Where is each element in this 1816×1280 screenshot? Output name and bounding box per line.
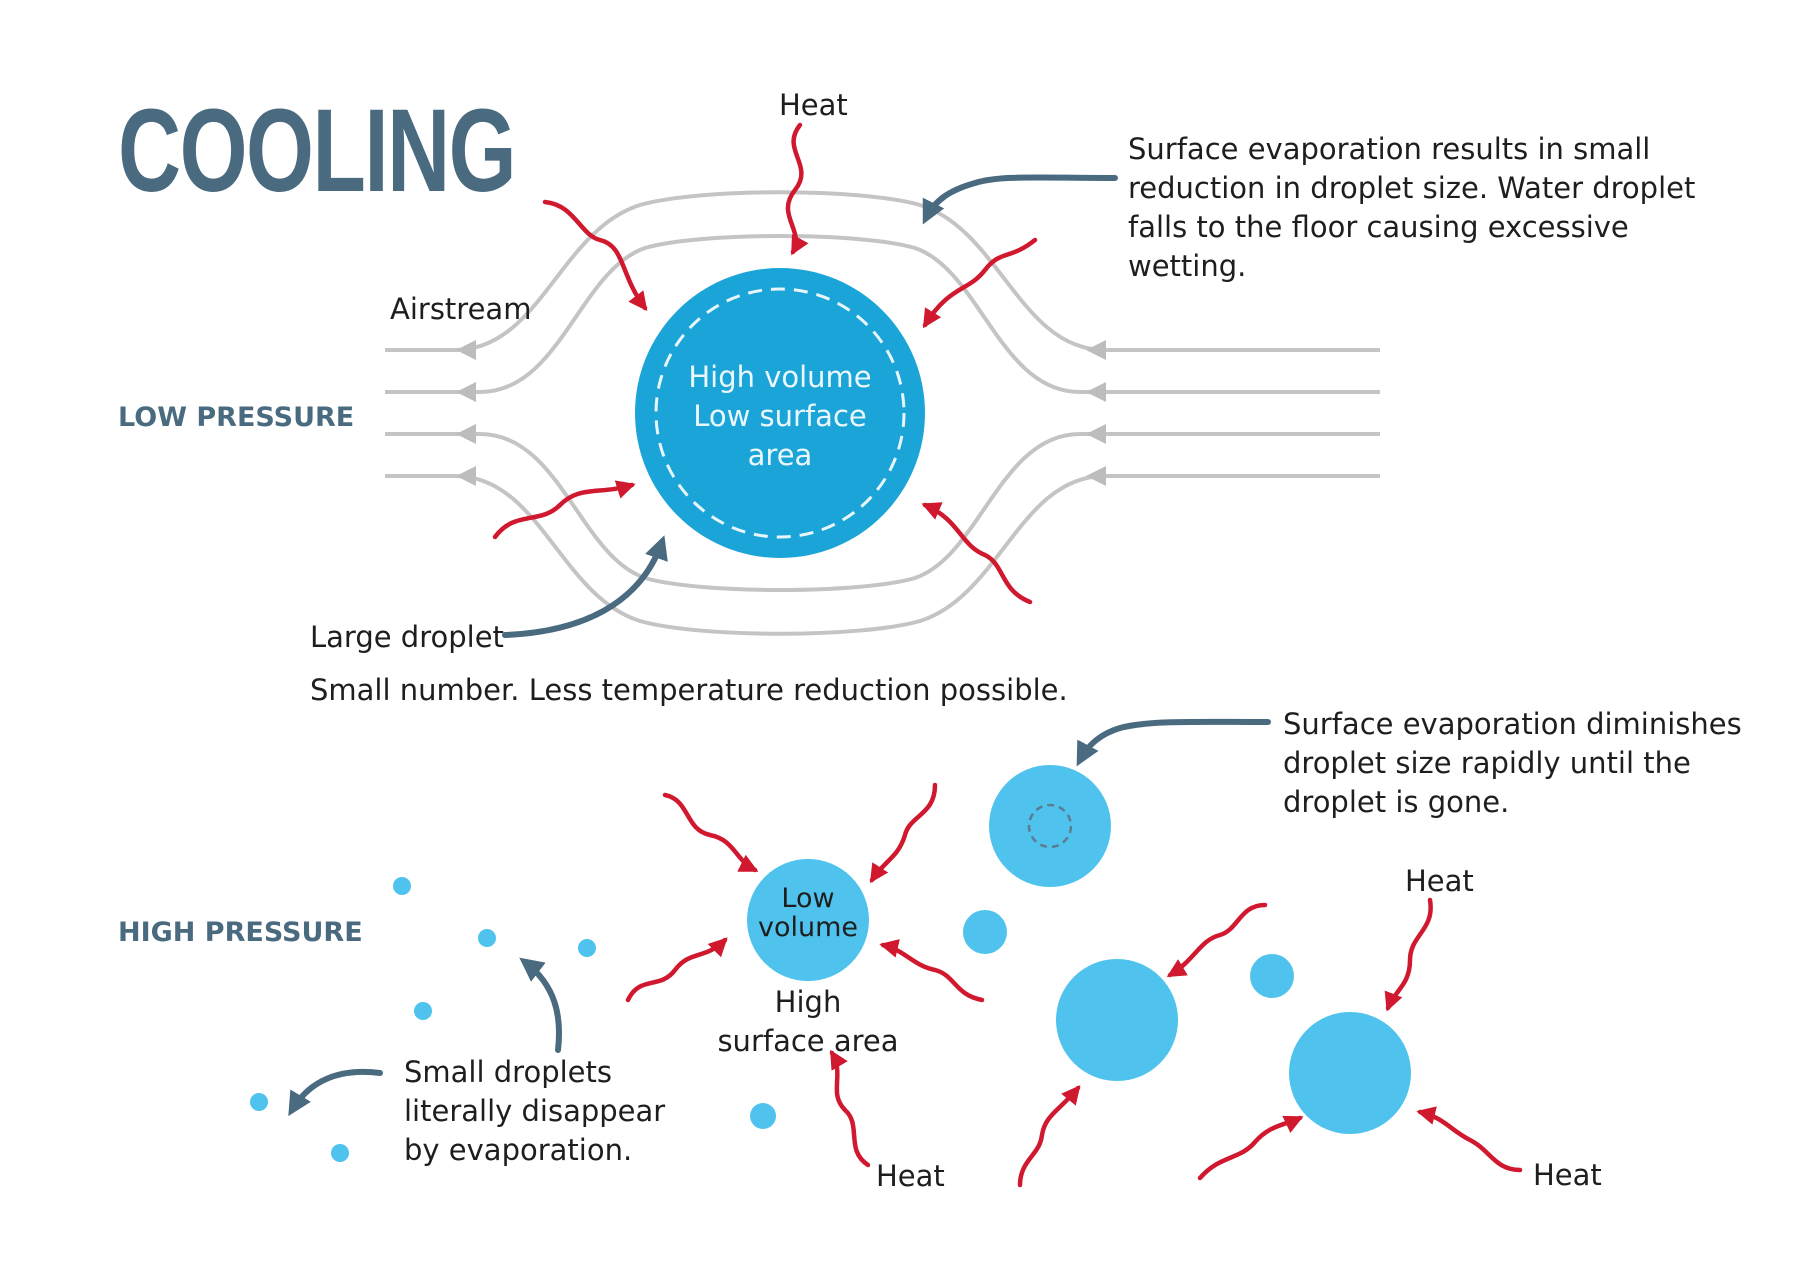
callout-arrow-evaporation [922,174,1118,225]
heat-label-right-bottom: Heat [1533,1158,1602,1192]
heat-arrow-hp-bottom-left [625,937,728,1003]
airstream-lines [385,190,1380,636]
heat-arrow-hp-top-left [662,792,759,873]
high-pressure-droplets [250,765,1411,1162]
droplet-tiny-5 [250,1093,268,1111]
high-surface-area-caption: High surface area [717,985,899,1058]
heat-label-bottom: Heat [876,1159,945,1193]
droplet-small-2 [1250,954,1294,998]
high-pressure-label: HIGH PRESSURE [118,917,363,948]
callout-arrows [288,174,1271,1117]
droplet-tiny-3 [578,939,596,957]
heat-arrow-right-top [1384,897,1433,1012]
heat-arrow-hp-bottom-right [879,939,985,1003]
heat-arrow-hp-top-right [869,782,938,884]
droplet-tiny-1 [393,877,411,895]
heat-arrow-bottom-right [921,502,1033,605]
large-droplet [635,268,925,558]
droplet-tiny-7 [750,1103,776,1129]
evaporating-core-dashed [1027,803,1073,849]
callout-arrow-diminish [1076,718,1271,767]
large-droplet-dashed-outline [654,287,906,539]
heat-arrow-center-bottom-left [1017,1085,1081,1188]
heat-arrow-right-bottom-left [1197,1115,1304,1181]
droplet-tiny-4 [414,1002,432,1020]
droplet-tiny-2 [478,929,496,947]
heat-arrow-right-bottom-right [1416,1106,1523,1173]
low-pressure-summary: Small number. Less temperature reduction… [310,673,1068,707]
callout-arrow-small-droplets-left [288,1068,383,1117]
callout-diminish-text: Surface evaporation diminishes droplet s… [1283,707,1742,819]
heat-arrow-center-top-right [1166,902,1268,978]
airstream-line-4 [385,474,1380,636]
airstream-line-2 [385,234,1380,394]
airstream-line-3 [385,432,1380,592]
droplet-medium-right [1289,1012,1411,1134]
low-volume-droplet-text: Low volume [757,883,859,943]
airstream-label: Airstream [390,292,532,326]
small-droplets-text: Small droplets literally disappear by ev… [404,1055,666,1167]
large-droplet-label: Large droplet [310,620,504,654]
low-pressure-label: LOW PRESSURE [118,402,355,433]
callout-arrow-small-droplets-up [519,957,563,1053]
airstream-line-1 [385,190,1380,352]
heat-arrow-top-left [542,199,648,312]
droplet-evaporating [989,765,1111,887]
heat-arrow-top-right [922,237,1038,329]
callout-arrow-large-droplet [502,535,668,638]
page-title: COOLING [118,85,517,217]
callout-evaporation-text: Surface evaporation results in small red… [1128,132,1696,283]
droplet-small-1 [963,910,1007,954]
droplet-low-volume [747,859,869,981]
heat-arrow-bottom-left [492,480,636,540]
heat-label-right-top: Heat [1405,864,1474,898]
airstream-arrowheads [456,340,1106,486]
large-droplet-text: High volume Low surface area [688,360,872,472]
heat-arrow-top [785,122,809,256]
heat-label-top: Heat [779,88,848,122]
heat-arrows-high-pressure [625,782,1523,1188]
droplet-tiny-6 [331,1144,349,1162]
heat-arrows-low-pressure [492,122,1038,605]
droplet-medium-center [1056,959,1178,1081]
heat-arrow-hp-bottom [829,1049,871,1168]
